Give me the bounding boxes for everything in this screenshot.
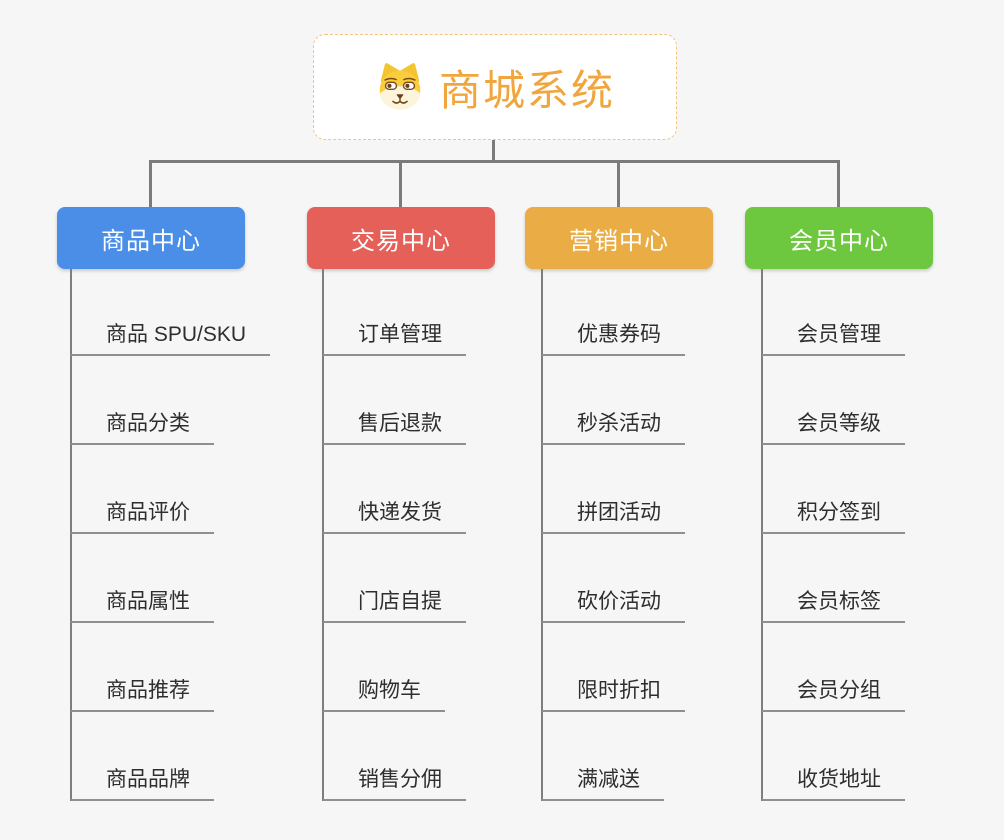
branch-trade-center[interactable]: 交易中心: [307, 207, 495, 269]
branch-product-center[interactable]: 商品中心: [57, 207, 245, 269]
connector-drop-branch-3: [617, 162, 620, 207]
connector-drop-branch-1: [149, 162, 152, 207]
subtopic-member-group[interactable]: 会员分组: [762, 676, 905, 712]
subtopic-member-tag[interactable]: 会员标签: [762, 587, 905, 623]
subtopic-points-checkin[interactable]: 积分签到: [762, 498, 905, 534]
subtopic-express-delivery[interactable]: 快递发货: [323, 498, 466, 534]
trunk-branch-1: [70, 269, 72, 801]
subtopic-store-pickup[interactable]: 门店自提: [323, 587, 466, 623]
branch-marketing-center[interactable]: 营销中心: [525, 207, 713, 269]
root-node[interactable]: 商城系统: [313, 34, 677, 140]
trunk-branch-4: [761, 269, 763, 801]
trunk-branch-2: [322, 269, 324, 801]
subtopic-group-buy[interactable]: 拼团活动: [542, 498, 685, 534]
subtopic-time-discount[interactable]: 限时折扣: [542, 676, 685, 712]
subtopic-shopping-cart[interactable]: 购物车: [323, 676, 445, 712]
subtopic-product-attribute[interactable]: 商品属性: [71, 587, 214, 623]
subtopic-product-review[interactable]: 商品评价: [71, 498, 214, 534]
subtopic-product-brand[interactable]: 商品品牌: [71, 765, 214, 801]
subtopic-bargain[interactable]: 砍价活动: [542, 587, 685, 623]
subtopic-member-management[interactable]: 会员管理: [762, 320, 905, 356]
subtopic-product-recommend[interactable]: 商品推荐: [71, 676, 214, 712]
branch-member-center[interactable]: 会员中心: [745, 207, 933, 269]
subtopic-shipping-address[interactable]: 收货地址: [762, 765, 905, 801]
subtopic-aftersale-refund[interactable]: 售后退款: [323, 409, 466, 445]
connector-root-stem: [492, 140, 495, 162]
root-title: 商城系统: [438, 66, 615, 114]
connector-drop-branch-2: [399, 162, 402, 207]
subtopic-full-reduction[interactable]: 满减送: [542, 765, 664, 801]
subtopic-product-spu-sku[interactable]: 商品 SPU/SKU: [71, 320, 271, 356]
connector-horizontal: [149, 160, 840, 163]
subtopic-member-level[interactable]: 会员等级: [762, 409, 905, 445]
subtopic-product-category[interactable]: 商品分类: [71, 409, 214, 445]
subtopic-flash-sale[interactable]: 秒杀活动: [542, 409, 685, 445]
dog-icon: [379, 63, 421, 110]
subtopic-coupon-code[interactable]: 优惠券码: [542, 320, 685, 356]
connector-drop-branch-4: [837, 162, 840, 207]
subtopic-sales-commission[interactable]: 销售分佣: [323, 765, 466, 801]
trunk-branch-3: [541, 269, 543, 801]
subtopic-order-management[interactable]: 订单管理: [323, 320, 466, 356]
